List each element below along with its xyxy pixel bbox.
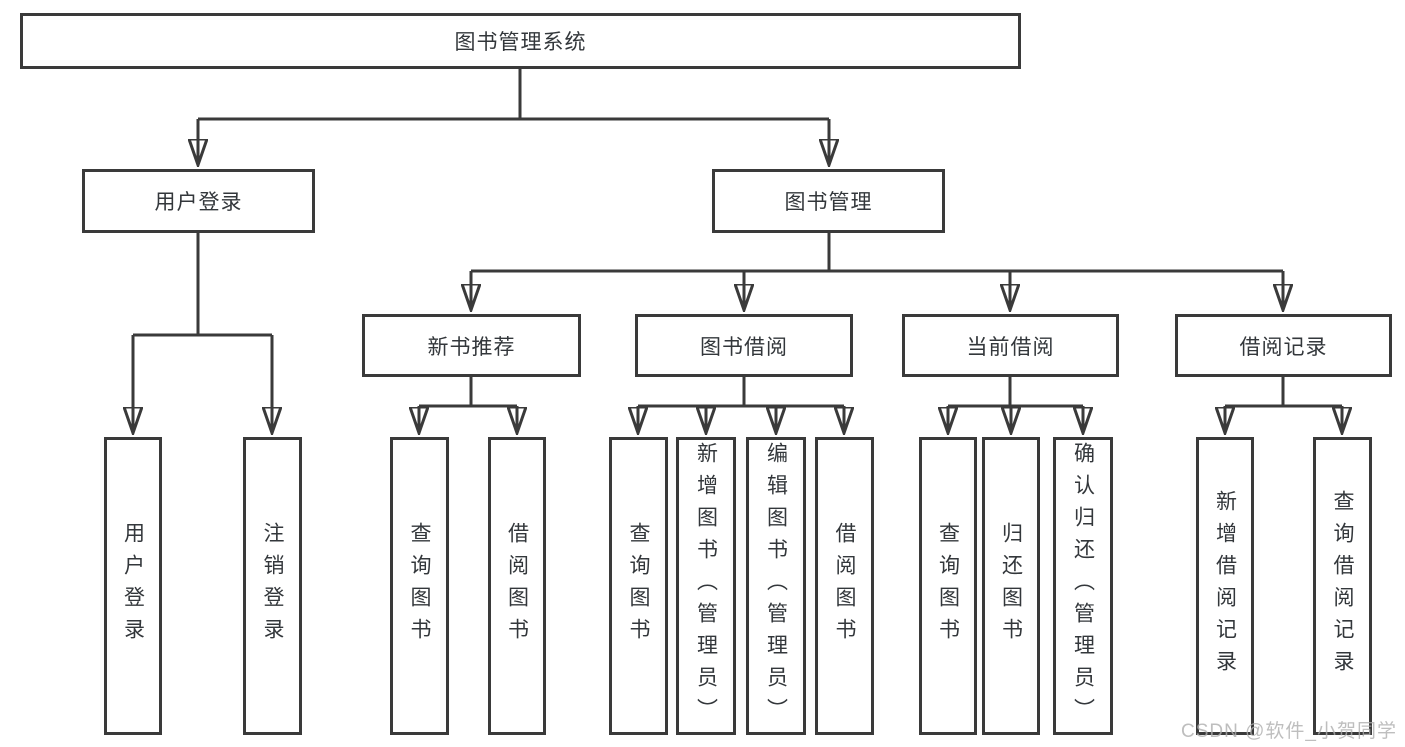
leaf-query-books-recommend-label: 查询图书	[408, 522, 431, 650]
leaf-confirm-return-admin-label: 确认归还（管理员）	[1071, 442, 1095, 730]
leaf-query-books-borrow-label: 查询图书	[627, 522, 650, 650]
leaf-query-books-borrow: 查询图书	[609, 437, 668, 735]
leaf-edit-book-admin: 编辑图书（管理员）	[746, 437, 806, 735]
node-borrow-records: 借阅记录	[1175, 314, 1392, 377]
node-new-book-recommend: 新书推荐	[362, 314, 581, 377]
leaf-borrow-books: 借阅图书	[815, 437, 874, 735]
leaf-query-books-current: 查询图书	[919, 437, 977, 735]
node-user-login: 用户登录	[82, 169, 315, 233]
leaf-query-books-recommend: 查询图书	[390, 437, 449, 735]
node-book-borrow: 图书借阅	[635, 314, 853, 377]
node-root: 图书管理系统	[20, 13, 1021, 69]
leaf-query-books-current-label: 查询图书	[936, 522, 960, 650]
node-root-label: 图书管理系统	[454, 31, 587, 54]
leaf-confirm-return-admin: 确认归还（管理员）	[1053, 437, 1113, 735]
leaf-edit-book-admin-label: 编辑图书（管理员）	[764, 442, 788, 730]
leaf-add-book-admin: 新增图书（管理员）	[676, 437, 736, 735]
connectors-book-management	[471, 233, 1283, 310]
leaf-borrow-books-recommend: 借阅图书	[488, 437, 546, 735]
leaf-logout: 注销登录	[243, 437, 302, 735]
node-user-login-label: 用户登录	[154, 191, 243, 214]
connectors-current-borrow	[948, 377, 1083, 433]
leaf-return-book: 归还图书	[982, 437, 1040, 735]
leaf-query-borrow-record: 查询借阅记录	[1313, 437, 1372, 735]
leaf-query-borrow-record-label: 查询借阅记录	[1331, 490, 1354, 682]
connectors-book-borrow	[638, 377, 844, 433]
connectors-borrow-records	[1225, 377, 1342, 433]
node-borrow-records-label: 借阅记录	[1239, 335, 1328, 359]
leaf-add-book-admin-label: 新增图书（管理员）	[694, 442, 718, 730]
node-current-borrow: 当前借阅	[902, 314, 1119, 377]
node-book-borrow-label: 图书借阅	[700, 335, 788, 359]
leaf-return-book-label: 归还图书	[999, 522, 1023, 650]
node-book-management: 图书管理	[712, 169, 945, 233]
leaf-add-borrow-record: 新增借阅记录	[1196, 437, 1254, 735]
node-book-management-label: 图书管理	[784, 191, 873, 214]
leaf-add-borrow-record-label: 新增借阅记录	[1213, 490, 1237, 682]
connectors-new-book-recommend	[419, 377, 517, 433]
leaf-user-login-label: 用户登录	[121, 522, 145, 650]
leaf-logout-label: 注销登录	[261, 522, 284, 650]
watermark: CSDN @软件_小贺同学	[1181, 721, 1397, 742]
node-current-borrow-label: 当前借阅	[966, 335, 1055, 359]
leaf-user-login: 用户登录	[104, 437, 162, 735]
connectors-user-login	[133, 233, 272, 433]
node-new-book-recommend-label: 新书推荐	[427, 335, 516, 359]
leaf-borrow-books-recommend-label: 借阅图书	[505, 522, 529, 650]
leaf-borrow-books-label: 借阅图书	[833, 522, 856, 650]
connectors-root	[198, 69, 829, 165]
